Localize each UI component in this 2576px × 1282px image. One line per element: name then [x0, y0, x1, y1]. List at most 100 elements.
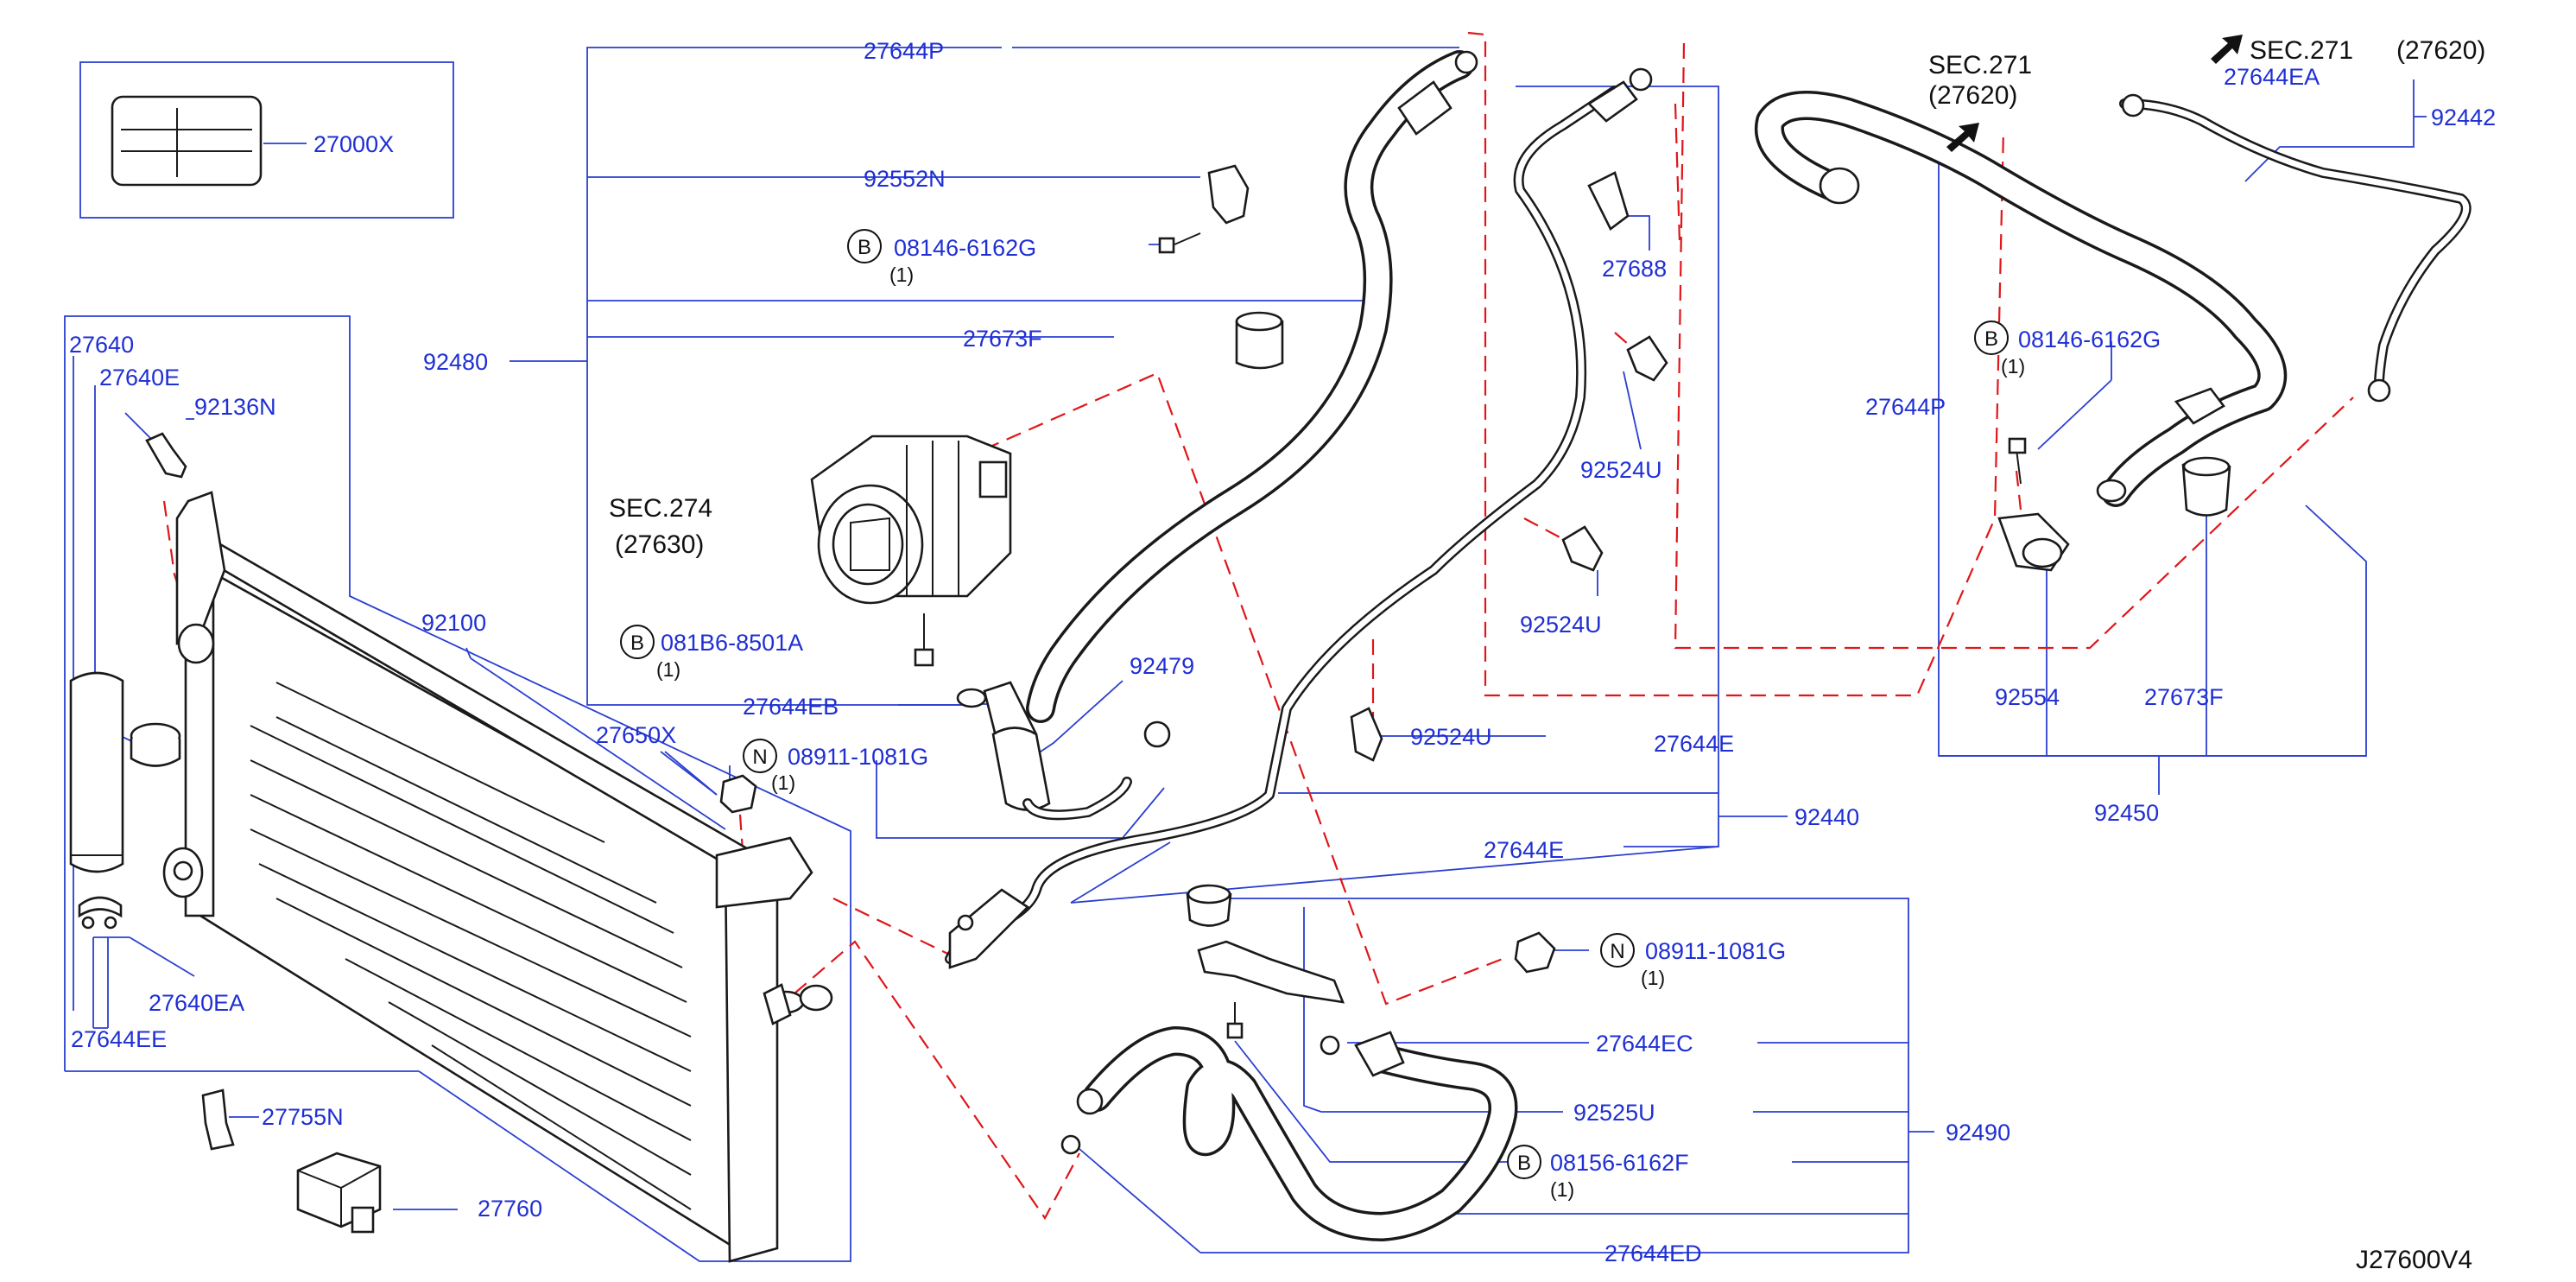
section-ref-271-a-code: (27620) [1928, 81, 2017, 110]
label-08156: 08156-6162F [1550, 1150, 1689, 1176]
nut-upper [719, 774, 757, 814]
qty-08146-a: (1) [889, 263, 914, 286]
label-27644p-right: 27644P [1865, 394, 1946, 420]
condenser [162, 491, 833, 1263]
label-92450: 92450 [2094, 800, 2159, 826]
label-27640e: 27640E [99, 365, 180, 390]
clamp-bolt [2008, 437, 2027, 485]
nut-marker-08911-lower: N [1600, 933, 1635, 968]
label-92554: 92554 [1995, 684, 2060, 710]
label-92442: 92442 [2431, 105, 2496, 130]
label-92490: 92490 [1946, 1120, 2010, 1146]
label-27644eb: 27644EB [743, 694, 839, 720]
label-92525u: 92525U [1573, 1100, 1655, 1126]
pressure-switch [145, 432, 187, 479]
receiver-fittings [78, 896, 123, 930]
label-27644e-b: 27644E [1484, 837, 1564, 863]
svg-text:B: B [630, 631, 644, 655]
label-92552n: 92552N [864, 166, 946, 192]
label-08146-a: 08146-6162G [894, 235, 1036, 261]
label-27644p-top: 27644P [864, 38, 944, 64]
receiver-clamp [130, 722, 181, 767]
label-27688: 27688 [1602, 256, 1667, 282]
label-27644ea-top: 27644EA [2224, 64, 2320, 90]
svg-text:B: B [1517, 1152, 1531, 1175]
label-27644ec: 27644EC [1596, 1031, 1693, 1057]
label-27673f-right: 27673F [2144, 684, 2224, 710]
arrow-icon-a [1946, 123, 1979, 152]
section-ref-271-a: SEC.271 [1928, 51, 2032, 79]
hose-clamp [1997, 512, 2070, 572]
label-27644ee: 27644EE [71, 1026, 167, 1052]
part-labels: 27000X 27640 27640E 92136N 92100 27650X … [69, 38, 2496, 1266]
section-references: SEC.274 (27630) SEC.271 (27620) SEC.271 … [609, 35, 2485, 559]
section-ref-271-b-code: (27620) [2396, 36, 2485, 65]
label-92136n: 92136N [194, 394, 276, 420]
label-box-27000x [79, 61, 454, 219]
label-27000x: 27000X [313, 131, 394, 157]
label-27755n: 27755N [262, 1104, 344, 1130]
svg-text:B: B [858, 236, 871, 259]
pipe-clip-c [1350, 707, 1383, 762]
bolt-marker-08156: B [1507, 1145, 1541, 1179]
label-08911-lower: 08911-1081G [1645, 938, 1786, 964]
label-27640: 27640 [69, 332, 134, 358]
heater-hose [1754, 91, 2288, 507]
svg-text:N: N [752, 746, 767, 769]
label-92440: 92440 [1794, 804, 1859, 830]
discharge-hose [1060, 1026, 1518, 1241]
svg-text:N: N [1610, 940, 1624, 963]
heater-pipe [2119, 93, 2472, 403]
qty-08911-upper: (1) [771, 771, 795, 794]
nut-lower [1514, 931, 1556, 974]
label-27640ea: 27640EA [149, 990, 244, 1016]
leader-lines [64, 47, 2427, 1262]
ac-label-card [111, 95, 263, 187]
pipe-bracket-27688 [1587, 171, 1630, 231]
label-92524u-c: 92524U [1410, 724, 1492, 750]
arrow-icon-b [2211, 35, 2243, 64]
label-92524u-b: 92524U [1520, 612, 1602, 638]
insulator-collar [1235, 311, 1284, 370]
clip [201, 1088, 235, 1151]
qty-08911-lower: (1) [1641, 967, 1665, 989]
label-08146-b: 08146-6162G [2018, 327, 2161, 352]
bolt-marker-08146-a: B [847, 229, 882, 263]
label-92100: 92100 [421, 610, 486, 636]
nut-marker-08911-upper: N [743, 739, 777, 773]
label-081b6: 081B6-8501A [661, 630, 803, 656]
hose-bracket [1186, 884, 1345, 1039]
label-27650x: 27650X [596, 722, 676, 748]
label-27644e-a: 27644E [1654, 731, 1734, 757]
circle-markers: B B N B N B [620, 229, 2009, 1179]
bolt-marker-08146-b: B [1974, 320, 2009, 355]
receiver-drier [69, 671, 124, 873]
compressor [810, 435, 1012, 605]
label-27760: 27760 [478, 1196, 542, 1222]
pipe-bracket [1207, 164, 1250, 225]
section-ref-compressor-code: (27630) [615, 530, 704, 559]
bolt-marker-081b6: B [620, 625, 655, 659]
pipe-clip-a [1626, 335, 1668, 382]
section-ref-271-b: SEC.271 [2250, 36, 2353, 65]
label-92480: 92480 [423, 349, 488, 375]
compressor-bolt [914, 613, 934, 667]
qty-081b6: (1) [656, 658, 680, 681]
section-ref-compressor: SEC.274 [609, 494, 712, 523]
label-92479: 92479 [1130, 653, 1194, 679]
diagram-code: J27600V4 [2356, 1246, 2472, 1274]
qty-08146-b: (1) [2001, 355, 2025, 378]
muffler [991, 720, 1171, 821]
high-pressure-pipe [945, 67, 1653, 969]
pipe-clip-b [1561, 525, 1604, 572]
label-27644ed: 27644ED [1604, 1241, 1702, 1266]
insulator-collar-right [2181, 456, 2231, 517]
label-92524u-a: 92524U [1580, 457, 1662, 483]
label-27673f-top: 27673F [963, 326, 1042, 352]
qty-08156: (1) [1550, 1178, 1574, 1201]
svg-text:B: B [1984, 327, 1998, 351]
label-08911-upper: 08911-1081G [788, 744, 928, 770]
bracket-bolt [1158, 232, 1201, 254]
triple-pressure-switch [296, 1152, 382, 1234]
